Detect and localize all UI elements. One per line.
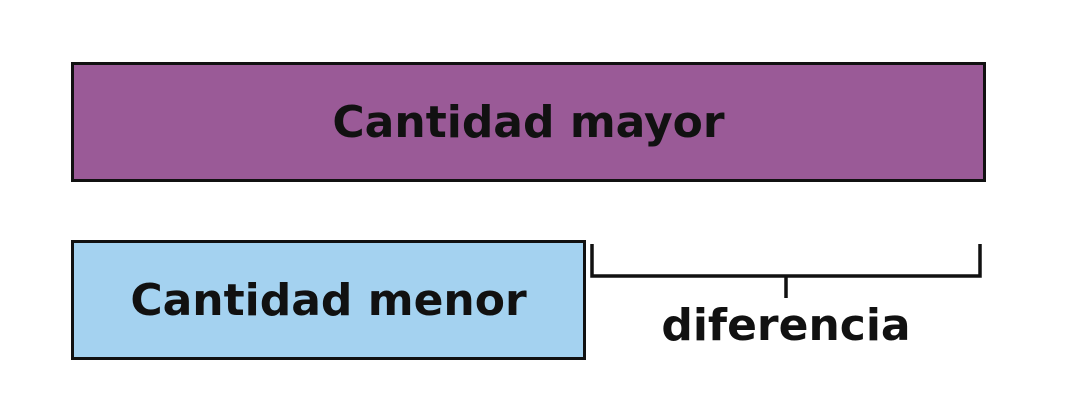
larger-quantity-label: Cantidad mayor [332, 96, 725, 148]
difference-bracket [590, 244, 982, 298]
smaller-quantity-label: Cantidad menor [130, 274, 527, 326]
difference-label: diferencia [661, 300, 911, 351]
difference-bracket-line [590, 244, 982, 298]
larger-quantity-bar: Cantidad mayor [71, 62, 986, 182]
smaller-quantity-bar: Cantidad menor [71, 240, 586, 360]
